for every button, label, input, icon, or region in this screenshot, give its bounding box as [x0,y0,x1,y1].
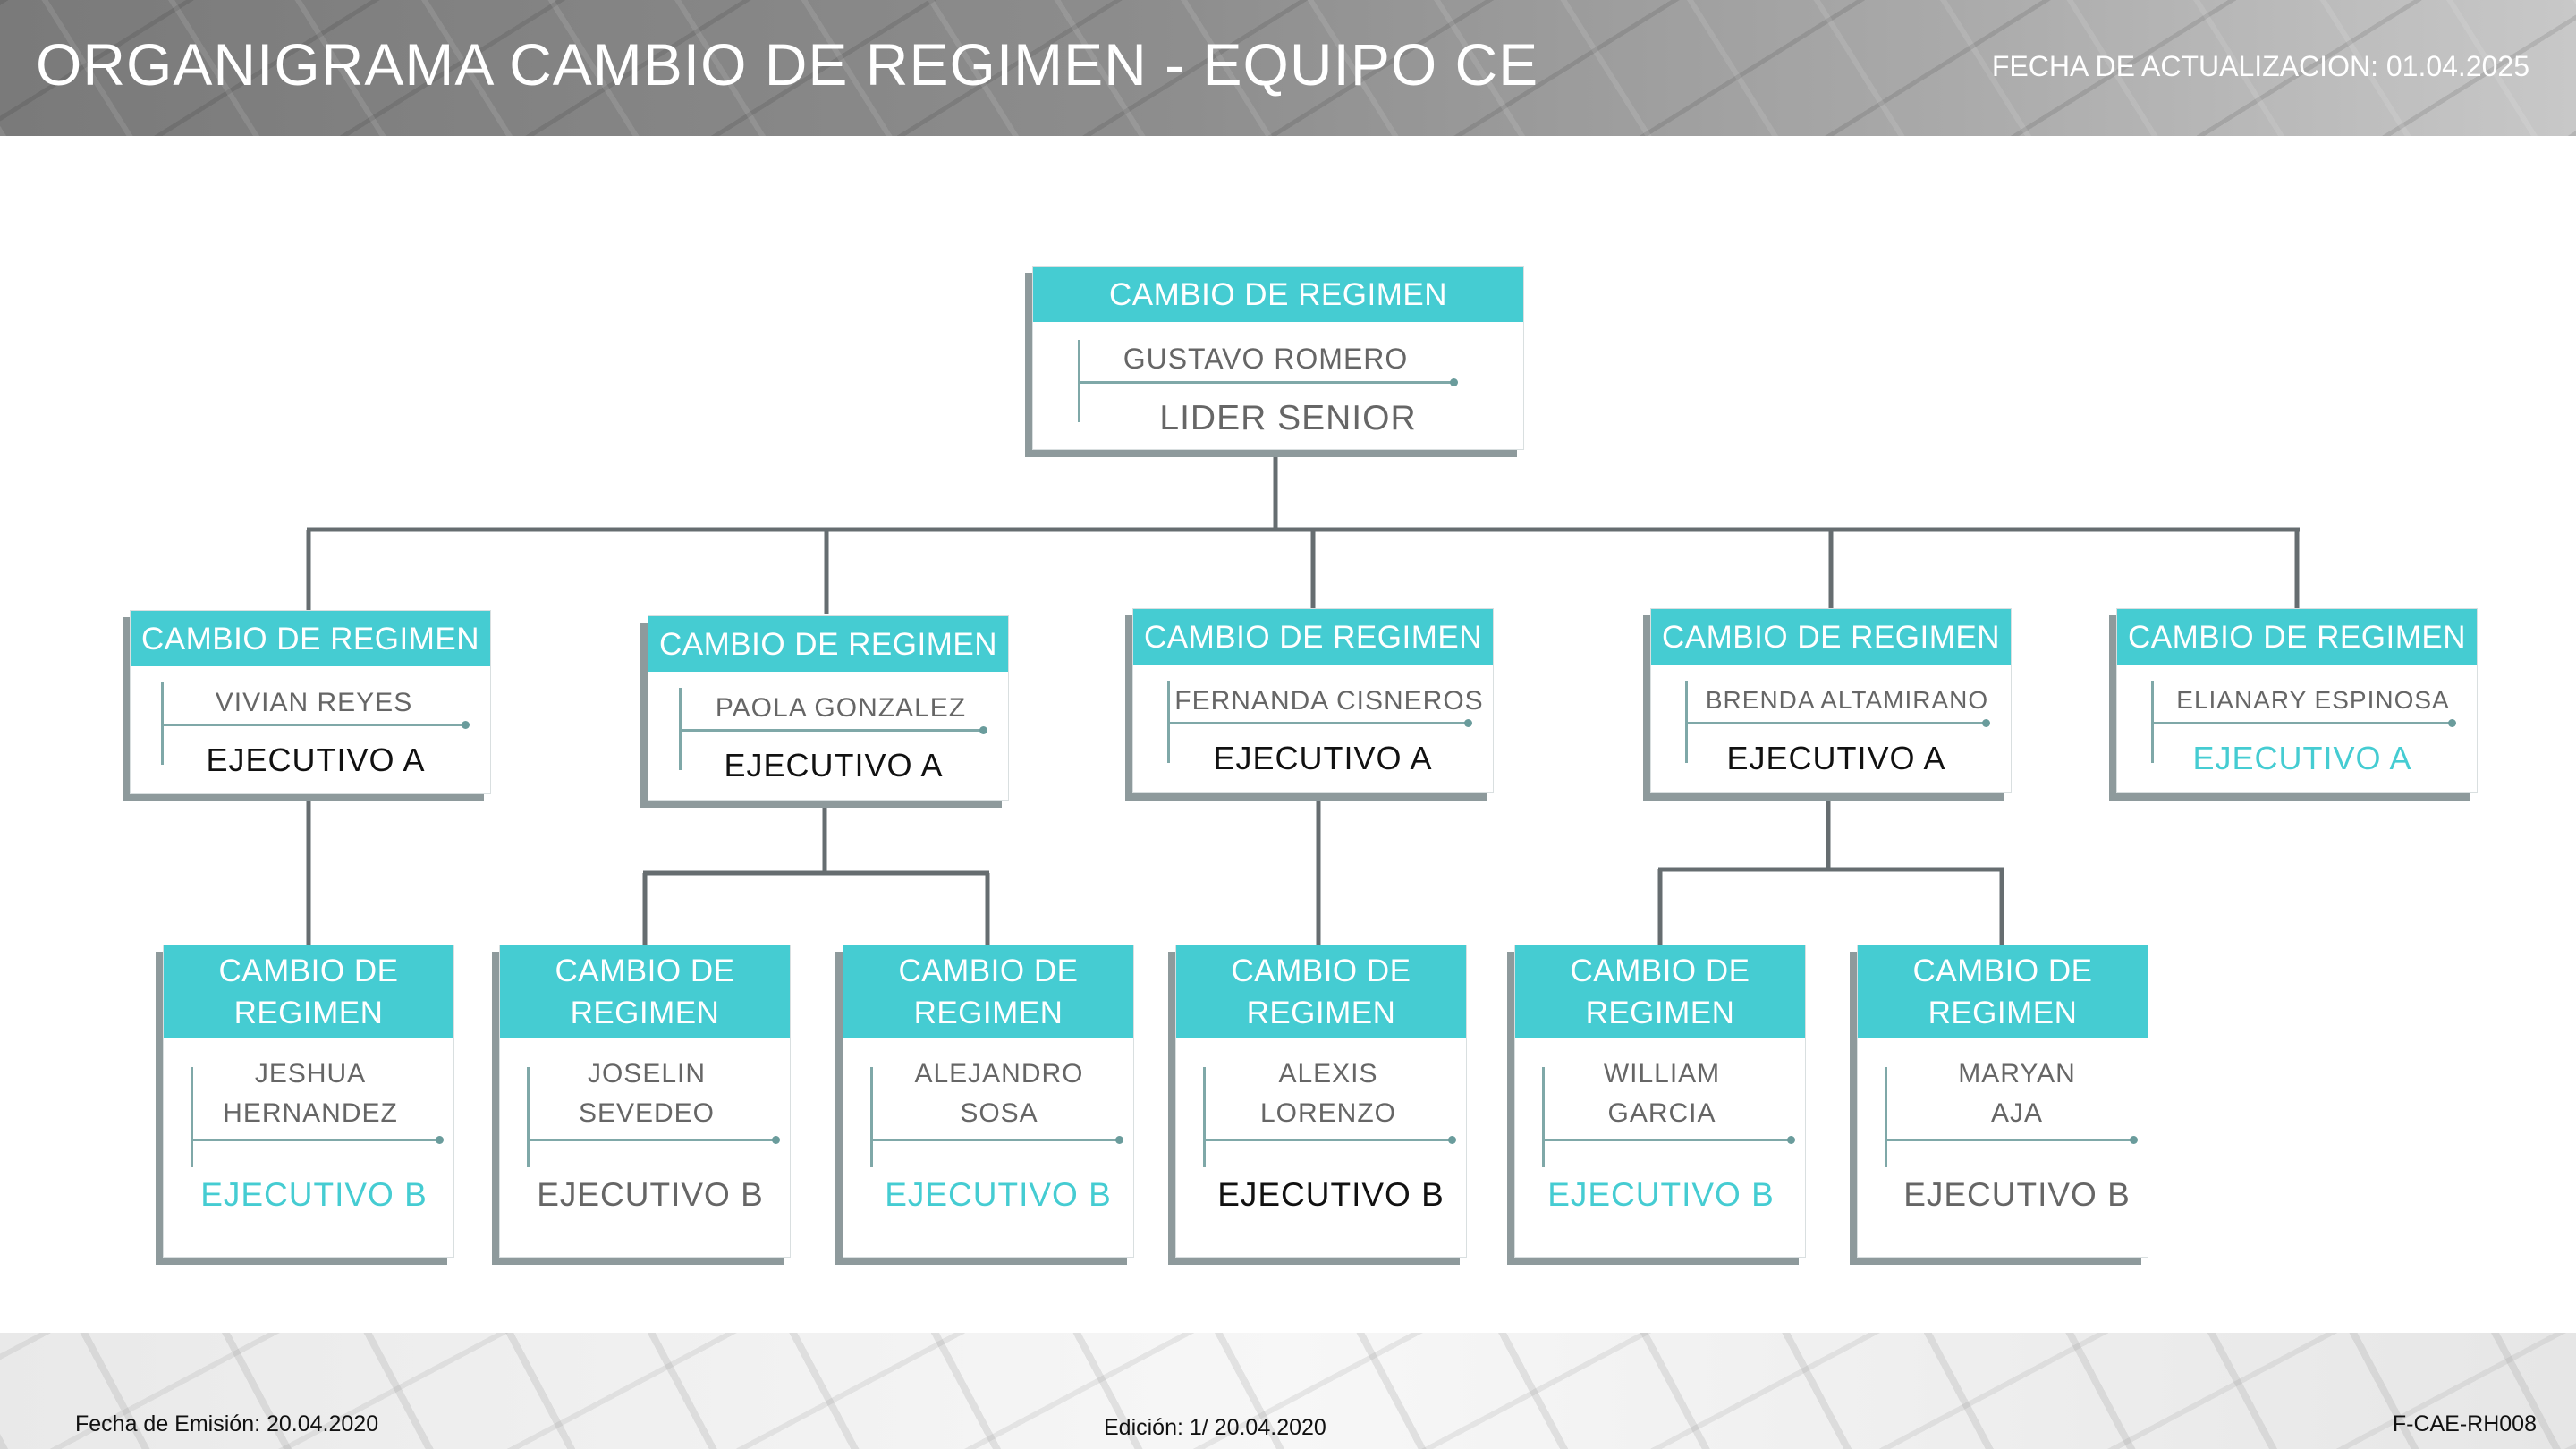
card-role: EJECUTIVO B [200,1176,428,1213]
card-role: EJECUTIVO A [724,747,944,784]
card-person-name: JESHUA HERNANDEZ [223,1059,398,1128]
card-role: LIDER SENIOR [1159,399,1417,437]
card-department: CAMBIO DE REGIMEN [2117,609,2477,665]
card-role: EJECUTIVO A [206,741,426,778]
card-role: EJECUTIVO A [2192,740,2412,776]
footer-banner [0,1333,2576,1449]
card-person-name: VIVIAN REYES [215,688,413,717]
card-person-name: ALEXIS LORENZO [1259,1059,1397,1128]
card-person-name: PAOLA GONZALEZ [715,693,967,723]
edition-info: Edición: 1/ 20.04.2020 [1104,1415,1326,1440]
card-department: CAMBIO DE REGIMEN [164,945,453,1038]
org-card-root: CAMBIO DE REGIMEN GUSTAVO ROMERO LIDER S… [1032,266,1524,450]
org-card-alexis-lorenzo: CAMBIO DE REGIMEN ALEXIS LORENZO EJECUTI… [1175,945,1467,1258]
card-role: EJECUTIVO B [537,1176,764,1213]
card-department: CAMBIO DE REGIMEN [1133,609,1493,665]
org-card-fernanda-cisneros: CAMBIO DE REGIMEN FERNANDA CISNEROS EJEC… [1132,608,1494,793]
org-card-jeshua-hernandez: CAMBIO DE REGIMEN JESHUA HERNANDEZ EJECU… [163,945,454,1258]
card-person-name: ALEJANDRO SOSA [914,1059,1084,1128]
card-person-name: BRENDA ALTAMIRANO [1705,686,1989,714]
emission-date: Fecha de Emisión: 20.04.2020 [75,1411,379,1436]
org-card-paola-gonzalez: CAMBIO DE REGIMEN PAOLA GONZALEZ EJECUTI… [648,615,1009,801]
card-role: EJECUTIVO B [1217,1176,1445,1213]
card-department: CAMBIO DE REGIMEN [1858,945,2148,1038]
org-card-vivian-reyes: CAMBIO DE REGIMEN VIVIAN REYES EJECUTIVO… [130,610,491,794]
card-role: EJECUTIVO B [1903,1176,2131,1213]
org-card-elianary-espinosa: CAMBIO DE REGIMEN ELIANARY ESPINOSA EJEC… [2116,608,2478,793]
org-card-joselin-sevedeo: CAMBIO DE REGIMEN JOSELIN SEVEDEO EJECUT… [499,945,791,1258]
org-card-maryan-aja: CAMBIO DE REGIMEN MARYAN AJA EJECUTIVO B [1857,945,2148,1258]
card-role: EJECUTIVO B [885,1176,1112,1213]
document-code: F-CAE-RH008 [2392,1411,2537,1436]
card-person-name: JOSELIN SEVEDEO [578,1059,716,1128]
card-role: EJECUTIVO B [1547,1176,1775,1213]
card-person-name: MARYAN AJA [1958,1059,2076,1128]
card-department: CAMBIO DE REGIMEN [648,616,1008,672]
card-department: CAMBIO DE REGIMEN [1515,945,1805,1038]
card-department: CAMBIO DE REGIMEN [1651,609,2011,665]
card-department: CAMBIO DE REGIMEN [131,611,490,666]
org-card-brenda-altamirano: CAMBIO DE REGIMEN BRENDA ALTAMIRANO EJEC… [1650,608,2012,793]
card-department: CAMBIO DE REGIMEN [1033,267,1523,322]
org-card-william-garcia: CAMBIO DE REGIMEN WILLIAM GARCIA EJECUTI… [1514,945,1806,1258]
card-department: CAMBIO DE REGIMEN [843,945,1133,1038]
card-person-name: GUSTAVO ROMERO [1123,343,1409,375]
card-person-name: FERNANDA CISNEROS [1174,686,1484,716]
card-person-name: ELIANARY ESPINOSA [2176,686,2450,714]
card-role: EJECUTIVO A [1726,740,1946,776]
card-role: EJECUTIVO A [1213,740,1433,776]
page-title: ORGANIGRAMA CAMBIO DE REGIMEN - EQUIPO C… [36,31,1539,97]
card-department: CAMBIO DE REGIMEN [500,945,790,1038]
card-department: CAMBIO DE REGIMEN [1176,945,1466,1038]
update-date: FECHA DE ACTUALIZACION: 01.04.2025 [1991,50,2529,82]
org-card-alejandro-sosa: CAMBIO DE REGIMEN ALEJANDRO SOSA EJECUTI… [843,945,1134,1258]
card-person-name: WILLIAM GARCIA [1603,1059,1721,1128]
header-banner: ORGANIGRAMA CAMBIO DE REGIMEN - EQUIPO C… [0,0,2576,136]
